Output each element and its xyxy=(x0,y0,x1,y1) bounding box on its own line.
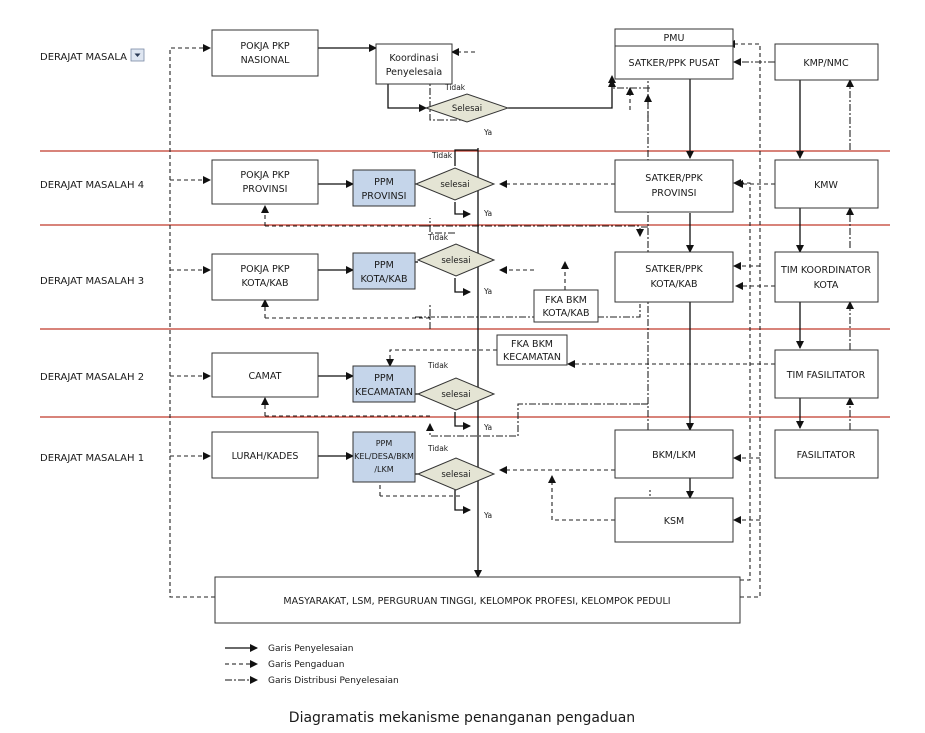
ya-label: Ya xyxy=(483,209,492,218)
box-label: KOTA/KAB xyxy=(650,279,697,290)
box-kmp-nmc: KMP/NMC xyxy=(774,43,879,81)
box-label: PPM xyxy=(374,260,394,271)
box-ppm-kecamatan: PPM KECAMATAN xyxy=(352,365,416,403)
resolution-lines xyxy=(318,44,804,578)
box-masyarakat: MASYARAKAT, LSM, PERGURUAN TINGGI, KELOM… xyxy=(214,576,741,624)
box-kmw: KMW xyxy=(774,159,879,209)
legend-dashdot-label: Garis Distribusi Penyelesaian xyxy=(268,676,399,686)
diagram-caption: Diagramatis mekanisme penanganan pengadu… xyxy=(289,710,635,726)
level-5-label: DERAJAT MASALA xyxy=(40,52,127,63)
box-fka-kecamatan: FKA BKM KECAMATAN xyxy=(496,334,568,366)
diamond-label: selesai xyxy=(441,470,470,480)
box-camat: CAMAT xyxy=(211,352,319,398)
diamond-label: selesai xyxy=(441,390,470,400)
box-label: POKJA PKP xyxy=(240,170,290,181)
box-label: KEL/DESA/BKM xyxy=(354,452,414,461)
box-label: PROVINSI xyxy=(243,184,288,195)
box-label: SATKER/PPK xyxy=(645,264,703,275)
ya-label: Ya xyxy=(483,287,492,296)
box-label: FKA BKM xyxy=(511,339,553,350)
diamond-label: selesai xyxy=(441,256,470,266)
box-satker-pusat: PMU SATKER/PPK PUSAT xyxy=(614,28,734,80)
box-label: FASILITATOR xyxy=(797,450,856,461)
box-label: BKM/LKM xyxy=(652,450,696,461)
complaint-lines xyxy=(169,40,775,598)
level-dropdown-button[interactable] xyxy=(130,48,145,62)
box-label: TIM FASILITATOR xyxy=(786,370,866,381)
legend-solid-label: Garis Penyelesaian xyxy=(268,644,353,654)
box-label: KMW xyxy=(814,180,838,191)
decision-diamond-1: selesai xyxy=(416,457,496,491)
box-label: KMP/NMC xyxy=(803,58,849,69)
box-label: /LKM xyxy=(374,465,393,474)
box-label: PROVINSI xyxy=(362,191,407,202)
level-1-label: DERAJAT MASALAH 1 xyxy=(40,453,144,464)
decision-diamond-5: Selesai xyxy=(424,93,510,123)
box-label: Koordinasi xyxy=(389,53,438,64)
box-label: POKJA PKP xyxy=(240,41,290,52)
box-label: KOTA/KAB xyxy=(542,308,589,319)
box-label: SATKER/PPK xyxy=(645,173,703,184)
box-label: POKJA PKP xyxy=(240,264,290,275)
ya-label: Ya xyxy=(483,511,492,520)
decision-diamond-3: selesai xyxy=(416,243,496,277)
box-label: KSM xyxy=(664,516,684,527)
tidak-label: Tidak xyxy=(427,444,449,453)
chevron-down-icon xyxy=(134,53,141,57)
box-label: PROVINSI xyxy=(652,188,697,199)
box-pokja-kota: POKJA PKP KOTA/KAB xyxy=(211,253,319,301)
box-ppm-kelurahan: PPM KEL/DESA/BKM /LKM xyxy=(352,431,416,483)
legend-dashed-label: Garis Pengaduan xyxy=(268,660,344,670)
diamond-label: Selesai xyxy=(452,104,482,114)
box-ppm-kota: PPM KOTA/KAB xyxy=(352,252,416,290)
box-fka-kota: FKA BKM KOTA/KAB xyxy=(533,289,599,323)
box-label: KECAMATAN xyxy=(503,352,561,363)
box-label: SATKER/PPK PUSAT xyxy=(629,58,720,69)
tidak-label: Tidak xyxy=(444,83,466,92)
flow-labels: Tidak Ya Tidak Ya Tidak Ya Tidak Ya Tida… xyxy=(427,83,492,520)
box-label: KECAMATAN xyxy=(355,387,413,398)
box-label: PPM xyxy=(374,373,394,384)
box-label: PMU xyxy=(664,33,685,44)
box-label: KOTA xyxy=(814,280,839,291)
box-pokja-nasional: POKJA PKP NASIONAL xyxy=(211,29,319,77)
box-satker-kota: SATKER/PPK KOTA/KAB xyxy=(614,251,734,303)
decision-diamond-2: selesai xyxy=(416,377,496,411)
level-labels: DERAJAT MASALA DERAJAT MASALAH 4 DERAJAT… xyxy=(40,48,145,464)
box-tim-fasilitator: TIM FASILITATOR xyxy=(774,349,879,399)
box-label: PPM xyxy=(374,177,394,188)
box-label: LURAH/KADES xyxy=(232,451,299,462)
tidak-label: Tidak xyxy=(427,361,449,370)
box-pokja-provinsi: POKJA PKP PROVINSI xyxy=(211,159,319,205)
box-label: MASYARAKAT, LSM, PERGURUAN TINGGI, KELOM… xyxy=(283,596,670,607)
box-ppm-provinsi: PPM PROVINSI xyxy=(352,169,416,207)
box-lurah: LURAH/KADES xyxy=(211,431,319,479)
box-label: KOTA/KAB xyxy=(360,274,407,285)
box-label: TIM KOORDINATOR xyxy=(780,265,871,276)
box-satker-provinsi: SATKER/PPK PROVINSI xyxy=(614,159,734,213)
box-bkm-lkm: BKM/LKM xyxy=(614,429,734,479)
box-label: FKA BKM xyxy=(545,295,587,306)
box-fasilitator: FASILITATOR xyxy=(774,429,879,479)
box-label: Penyelesaia xyxy=(386,67,442,78)
ya-label: Ya xyxy=(483,423,492,432)
ya-label: Ya xyxy=(483,128,492,137)
tidak-label: Tidak xyxy=(427,233,449,242)
box-ksm: KSM xyxy=(614,497,734,543)
box-label: KOTA/KAB xyxy=(241,278,288,289)
level-3-label: DERAJAT MASALAH 3 xyxy=(40,276,144,287)
diamond-label: selesai xyxy=(440,180,469,190)
level-2-label: DERAJAT MASALAH 2 xyxy=(40,372,144,383)
level-4-label: DERAJAT MASALAH 4 xyxy=(40,180,144,191)
box-koordinasi: Koordinasi Penyelesaia xyxy=(375,43,453,85)
box-label: CAMAT xyxy=(249,371,282,382)
tidak-label: Tidak xyxy=(431,151,453,160)
box-tim-koordinator: TIM KOORDINATOR KOTA xyxy=(774,251,879,303)
legend: Garis Penyelesaian Garis Pengaduan Garis… xyxy=(225,644,399,686)
box-label: NASIONAL xyxy=(241,55,291,66)
box-label: PPM xyxy=(376,439,393,448)
level-separators xyxy=(40,150,890,418)
decision-diamond-4: selesai xyxy=(414,167,496,201)
